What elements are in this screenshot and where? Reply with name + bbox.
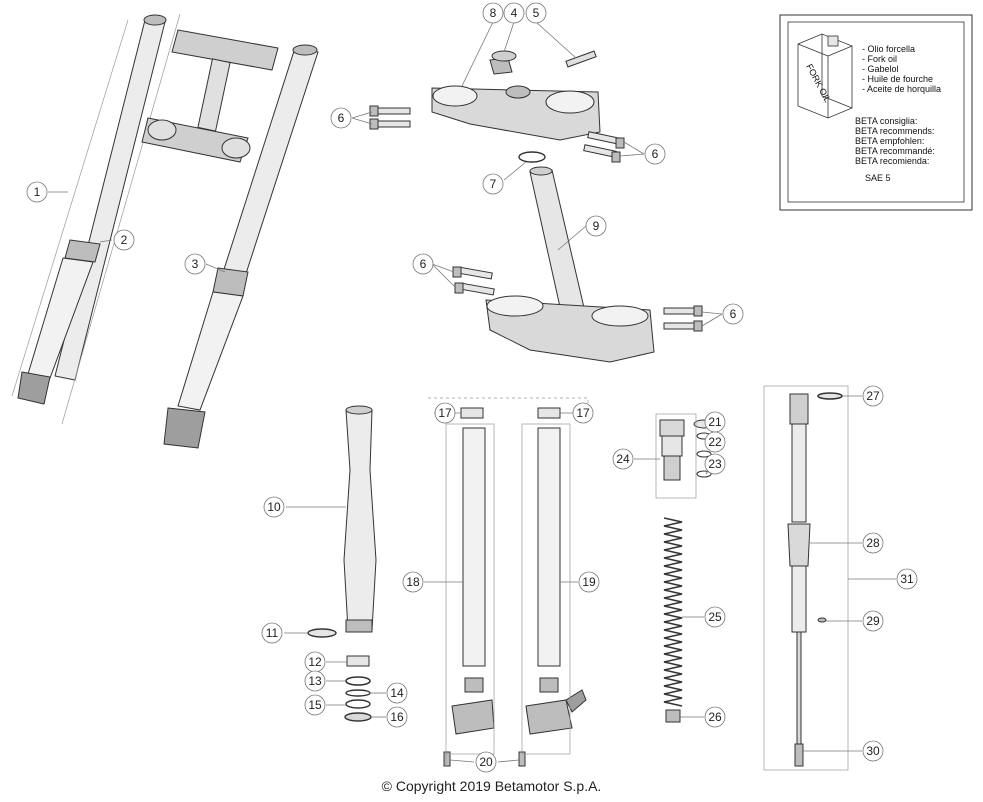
oil-grade: SAE 5	[865, 173, 891, 183]
bolt-pair-upper-right	[583, 131, 625, 163]
oil-can-icon	[797, 33, 853, 119]
callout-28: 28	[866, 536, 880, 550]
callout-16: 16	[390, 710, 404, 724]
cap-17-left	[460, 407, 484, 419]
callout-11: 11	[266, 626, 279, 640]
callout-21: 21	[708, 415, 722, 429]
triple-clamp-assembly	[141, 29, 279, 163]
bolt-pair-lower-right	[663, 305, 703, 332]
callout-10: 10	[267, 500, 281, 514]
callout-15: 15	[308, 698, 322, 712]
callout-30: 30	[866, 744, 880, 758]
callout-23: 23	[708, 457, 722, 471]
inner-tube-left	[451, 427, 495, 735]
damper-rod-assembly	[787, 392, 843, 767]
o-ring	[518, 151, 546, 163]
callout-20: 20	[479, 755, 493, 769]
bushing-12	[346, 655, 370, 667]
ring-15	[345, 699, 371, 709]
bolt-pair-lower-left	[452, 266, 495, 296]
recommends-0: BETA consiglia:	[855, 116, 917, 126]
fork-spring	[663, 517, 683, 723]
cartridge-assembly	[659, 419, 715, 481]
ring-11	[307, 628, 337, 638]
recommends-4: BETA recomienda:	[855, 156, 929, 166]
callout-26: 26	[708, 710, 722, 724]
callout-31: 31	[900, 572, 914, 586]
oil-name-1: - Fork oil	[862, 54, 897, 64]
seal-16	[344, 712, 372, 722]
fork-leg-left	[11, 13, 181, 425]
callout-1: 1	[34, 185, 41, 199]
ring-14	[345, 689, 371, 697]
group-outline-right	[521, 423, 571, 755]
bolt-20-left	[443, 751, 451, 767]
callout-6-upper-right: 6	[652, 147, 659, 161]
oil-name-3: - Huile de fourche	[862, 74, 933, 84]
callout-27: 27	[866, 389, 880, 403]
oil-name-4: - Aceite de horquilla	[862, 84, 941, 94]
callout-2: 2	[121, 233, 128, 247]
callout-7: 7	[490, 177, 497, 191]
callout-25: 25	[708, 610, 722, 624]
fork-leg-right	[163, 44, 319, 449]
callout-17-right: 17	[576, 406, 590, 420]
recommends-2: BETA empfohlen:	[855, 136, 924, 146]
inner-tube-right	[525, 427, 587, 735]
callout-22: 22	[708, 435, 722, 449]
fork-oil-info-box: FORK OIL - Olio forcella - Fork oil - Ga…	[779, 14, 973, 211]
callout-29: 29	[866, 614, 880, 628]
callout-18: 18	[406, 575, 420, 589]
group-outline-cartridge	[655, 413, 697, 499]
callout-12: 12	[308, 655, 322, 669]
bolt-pair-upper-left	[369, 105, 411, 130]
upper-triple-clamp	[431, 50, 601, 141]
callout-6-lower-right: 6	[730, 307, 737, 321]
callout-6-lower-left: 6	[420, 257, 427, 271]
callout-9: 9	[593, 219, 600, 233]
outer-tube	[343, 405, 377, 633]
ring-13	[345, 676, 371, 686]
oil-name-2: - Gabelol	[862, 64, 899, 74]
recommends-3: BETA recommandé:	[855, 146, 935, 156]
callout-8: 8	[490, 6, 497, 20]
lower-triple-clamp	[485, 166, 655, 363]
group-outline-left	[445, 423, 495, 755]
callout-19: 19	[582, 575, 596, 589]
callout-17-left: 17	[438, 406, 452, 420]
recommends-1: BETA recommends:	[855, 126, 934, 136]
copyright-notice: © Copyright 2019 Betamotor S.p.A.	[381, 778, 602, 794]
group-outline-damper	[763, 385, 849, 771]
callout-13: 13	[308, 674, 322, 688]
callout-24: 24	[616, 452, 630, 466]
callout-14: 14	[390, 686, 404, 700]
callout-4: 4	[511, 6, 518, 20]
callout-5: 5	[533, 6, 540, 20]
cap-17-right	[537, 407, 561, 419]
callout-3: 3	[192, 257, 199, 271]
callout-6-upper-left: 6	[338, 111, 345, 125]
oil-name-0: - Olio forcella	[862, 44, 915, 54]
